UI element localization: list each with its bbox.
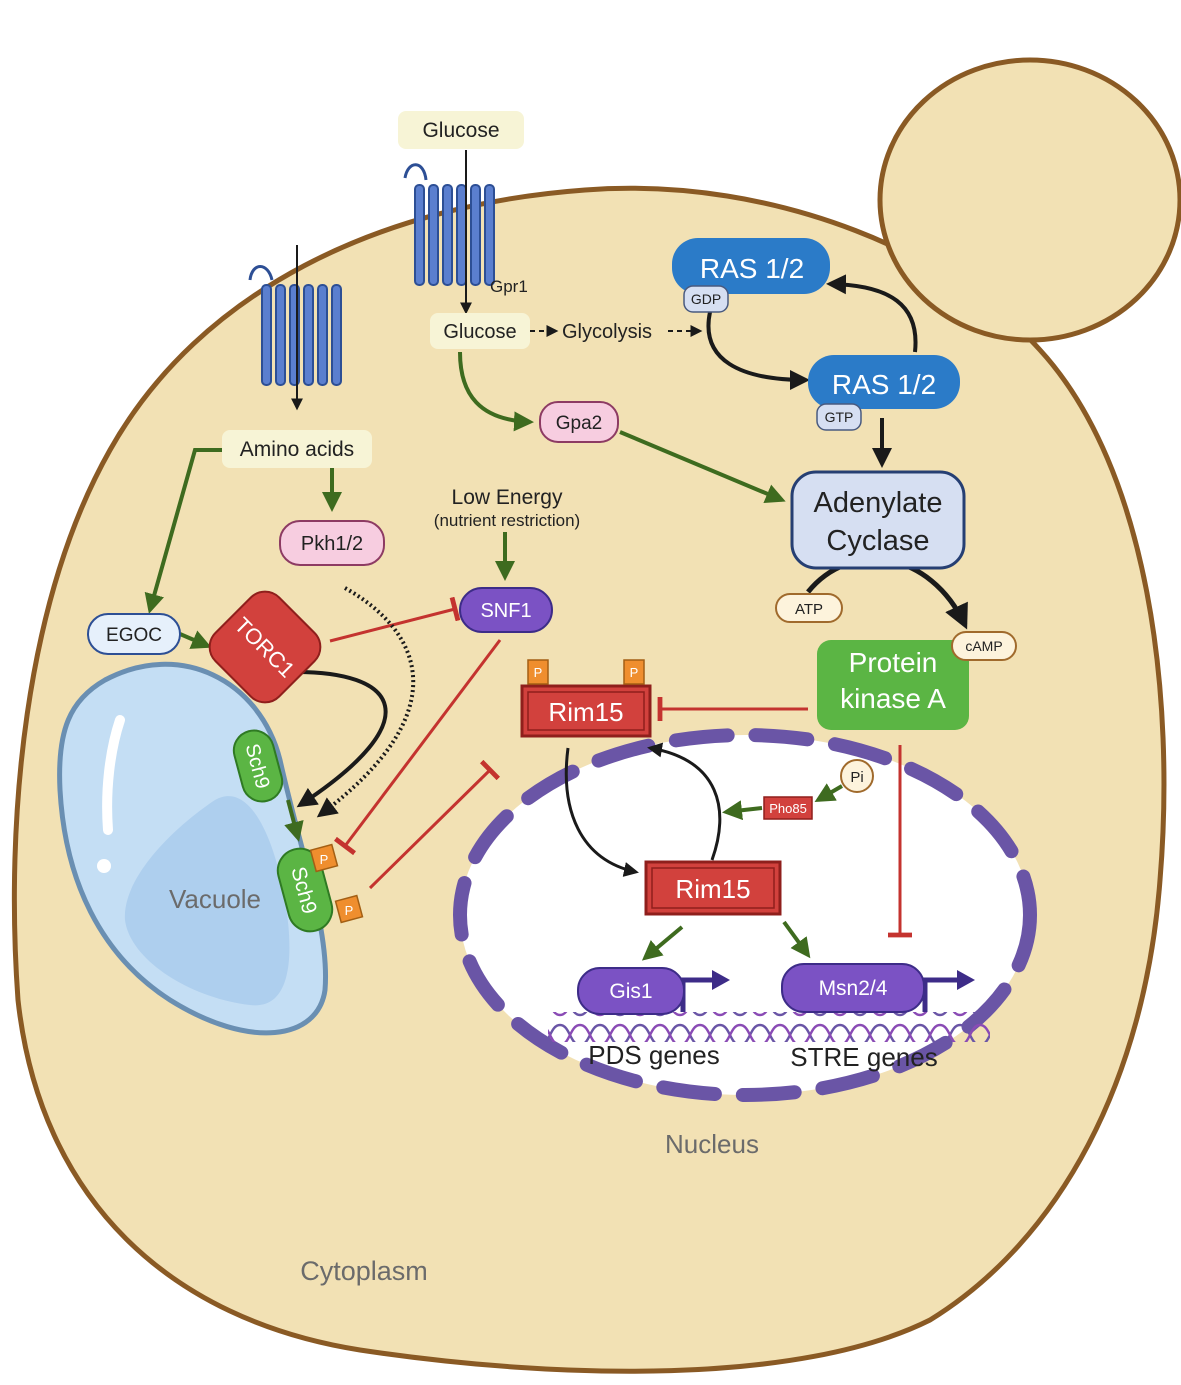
pka-node [817,640,969,730]
arrow-sch9-to-sch9-p [284,799,304,842]
pds-genes-label: PDS genes [588,1040,720,1070]
msn24-transcription-arrow [922,977,960,1012]
vacuole-highlight-dot [97,859,111,873]
sch9-node-top: Sch9 [232,729,284,803]
pi-label: Pi [850,769,863,786]
gdp-badge [683,285,729,313]
pho85-node [763,796,813,820]
glucose-inside-box [430,313,530,349]
rim15-phospho-badge-2 [623,659,645,685]
egoc-node [87,613,181,655]
gpr1-label: Gpr1 [490,277,528,296]
pkh-node [279,520,385,566]
atp-badge [775,593,843,623]
gdp-label: GDP [691,291,721,307]
bud-cell [877,57,1181,343]
arrow-pho85-to-rim15 [722,800,763,821]
atp-label: ATP [795,601,823,618]
gpr1-receptor [403,163,495,286]
glucose-inside-label: Glucose [443,321,516,343]
arrow-rim15-to-gis1 [641,925,684,961]
inhibit-snf1-sch9 [333,639,502,856]
msn24-node [781,963,925,1013]
ras-gtp-node [808,355,960,409]
rim15-phospho-label-2: P [630,665,639,680]
sch9-phospho-label-2: P [345,903,354,918]
arrow-rim15-out-of-nucleus [647,742,722,861]
pka-label-2: kinase A [840,683,946,714]
ras-gdp-label: RAS 1/2 [700,253,804,284]
glucose-outside-box [398,111,524,149]
snf1-label: SNF1 [480,600,531,622]
rim15-cyto-node [520,684,652,738]
gtp-badge [816,403,862,431]
rim15-cyto-label: Rim15 [548,697,623,727]
ras-gdp-node [672,238,830,294]
arrow-pi-to-pho85 [814,783,844,803]
arrow-amino-acids-to-egoc [144,448,230,614]
sch9-phospho-badge-2 [334,894,364,924]
cytoplasm-label: Cytoplasm [300,1256,428,1286]
arrow-egoc-to-torc1 [179,630,212,649]
arrow-torc1-to-sch9 [289,669,388,808]
egoc-label: EGOC [106,625,162,646]
rim15-cyto-inner [527,691,645,731]
gpa2-label: Gpa2 [556,413,602,434]
rim15-nuc-label: Rim15 [675,874,750,904]
ras-gtp-label: RAS 1/2 [832,369,936,400]
pkh-label: Pkh1/2 [301,533,363,555]
amino-acids-label: Amino acids [240,438,354,461]
rim15-nuc-node [644,860,782,916]
vacuole-highlight [102,715,125,835]
camp-badge [951,631,1017,661]
gis1-transcription-arrowhead [712,970,730,990]
arrow-rim15-into-nucleus [564,747,639,877]
rim15-nuc-inner [651,867,775,909]
rim15-phospho-badge-1 [527,659,549,685]
vacuole-label: Vacuole [169,884,261,914]
rim15-phospho-label-1: P [534,665,543,680]
nutrient-restriction-label: (nutrient restriction) [434,511,580,530]
arrow-ras-gtp-to-gdp [826,274,918,353]
sch9-phospho-badge-1 [309,843,339,873]
pho85-label: Pho85 [769,801,807,816]
connections [144,150,968,961]
arrow-ras-gdp-to-gtp [706,311,810,390]
msn24-label: Msn2/4 [819,977,888,1000]
sch9-phospho-label-1: P [320,852,329,867]
stre-genes-label: STRE genes [790,1042,937,1072]
adenylate-cyclase-label-1: Adenylate [814,487,943,519]
vacuole-inner-shade [124,796,290,1006]
snf1-node [459,587,553,633]
adenylate-cyclase-node [790,470,966,570]
glycolysis-label: Glycolysis [562,321,652,343]
gtp-label: GTP [825,409,854,425]
dna-strand [548,1012,990,1042]
low-energy-label: Low Energy [452,486,563,509]
adenylate-cyclase-label-2: Cyclase [826,525,929,557]
gis1-node [577,967,685,1015]
glucose-outside-label: Glucose [422,119,499,142]
arrow-gpa2-to-adenylate-cyclase [619,430,786,504]
torc1-node: TORC1 [208,590,322,704]
amino-acids-box [222,430,372,468]
gpa2-node [539,401,619,443]
msn24-transcription-arrowhead [957,970,975,990]
inhibit-sch9-rim15 [368,759,501,890]
pka-label-1: Protein [849,647,938,678]
gis1-label: Gis1 [609,980,652,1003]
nucleus-label: Nucleus [665,1129,759,1159]
camp-label: cAMP [965,638,1002,654]
arrow-glucose-to-gpa2 [458,351,534,432]
pi-node [840,759,874,793]
arrow-rim15-to-msn24 [782,920,811,959]
